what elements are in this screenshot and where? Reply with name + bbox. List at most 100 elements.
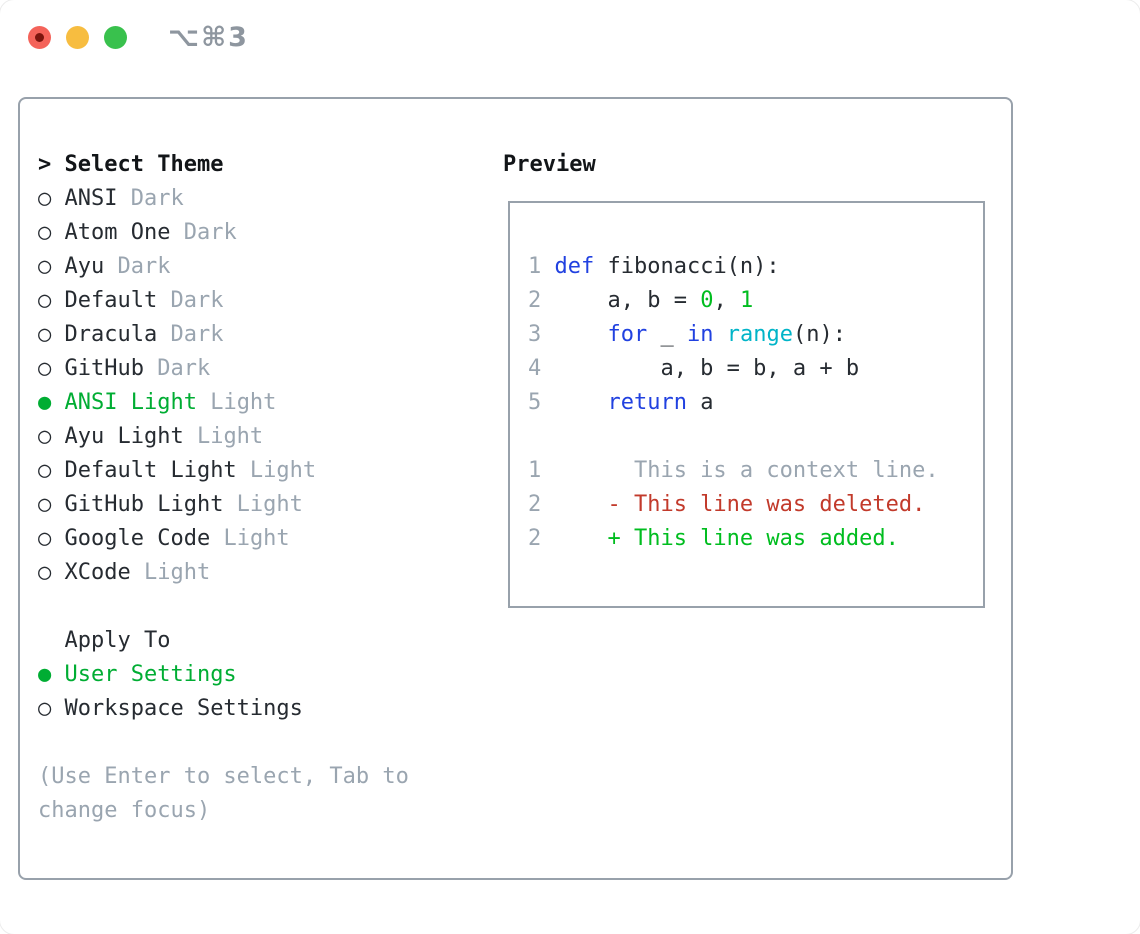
option-label: Ayu bbox=[51, 254, 105, 279]
unsaved-changes-indicator-icon bbox=[35, 33, 44, 42]
code-segment: 0 bbox=[700, 288, 714, 313]
radio-unselected-icon: ○ bbox=[38, 254, 52, 279]
close-button[interactable] bbox=[28, 26, 51, 49]
theme-option-dracula[interactable]: ○ Dracula Dark bbox=[38, 318, 428, 352]
code-segment: range bbox=[726, 322, 793, 347]
code-segment: return bbox=[607, 390, 687, 415]
code-segment: in bbox=[686, 322, 714, 347]
option-label: Ayu Light bbox=[51, 424, 184, 449]
code-line: 3 for _ in range(n): bbox=[528, 318, 939, 352]
apply-option-user-settings[interactable]: ● User Settings bbox=[38, 658, 428, 692]
maximize-button[interactable] bbox=[104, 26, 127, 49]
code-segment bbox=[554, 322, 607, 347]
line-number: 3 bbox=[528, 322, 542, 347]
code-segment: (n): bbox=[792, 322, 846, 347]
minimize-button[interactable] bbox=[66, 26, 89, 49]
spacer bbox=[38, 590, 428, 624]
code-segment: - This line was deleted. bbox=[554, 492, 926, 517]
radio-unselected-icon: ○ bbox=[38, 560, 52, 585]
apply-to-header: Apply To bbox=[64, 628, 171, 653]
code-line: 5 return a bbox=[528, 386, 939, 420]
theme-list: ○ ANSI Dark○ Atom One Dark○ Ayu Dark○ De… bbox=[38, 182, 428, 590]
radio-unselected-icon: ○ bbox=[38, 186, 52, 211]
code-line: 2 + This line was added. bbox=[528, 522, 939, 556]
code-line: 1 This is a context line. bbox=[528, 454, 939, 488]
apply-to-list: ● User Settings○ Workspace Settings bbox=[38, 658, 428, 726]
code-segment: _ bbox=[647, 322, 687, 347]
option-tag: Light bbox=[210, 526, 290, 551]
code-segment bbox=[554, 390, 607, 415]
option-tag: Light bbox=[130, 560, 211, 585]
code-line: 1 def fibonacci(n): bbox=[528, 250, 939, 284]
code-segment bbox=[713, 322, 726, 347]
option-tag: Light bbox=[223, 492, 303, 517]
option-label: Default bbox=[51, 288, 158, 313]
code-line bbox=[528, 420, 939, 454]
window-title: ⌥⌘3 bbox=[168, 22, 249, 53]
option-label: Default Light bbox=[51, 458, 237, 483]
theme-option-ansi[interactable]: ○ ANSI Dark bbox=[38, 182, 428, 216]
radio-selected-icon: ● bbox=[38, 662, 52, 687]
option-label: Workspace Settings bbox=[51, 696, 303, 721]
spacer bbox=[38, 726, 428, 760]
cursor-prefix-icon: > bbox=[38, 152, 52, 177]
theme-option-xcode[interactable]: ○ XCode Light bbox=[38, 556, 428, 590]
hint-text: (Use Enter to select, Tab to change focu… bbox=[38, 764, 409, 823]
option-label: ANSI bbox=[51, 186, 118, 211]
theme-option-ansi-light[interactable]: ● ANSI Light Light bbox=[38, 386, 428, 420]
code-line: 2 a, b = 0, 1 bbox=[528, 284, 939, 318]
option-label: GitHub Light bbox=[51, 492, 224, 517]
option-label: Atom One bbox=[51, 220, 171, 245]
select-theme-header: > Select Theme bbox=[38, 148, 428, 182]
theme-option-ayu-light[interactable]: ○ Ayu Light Light bbox=[38, 420, 428, 454]
theme-option-atom-one[interactable]: ○ Atom One Dark bbox=[38, 216, 428, 250]
radio-unselected-icon: ○ bbox=[38, 492, 52, 517]
code-segment: for bbox=[607, 322, 648, 347]
line-number: 2 bbox=[528, 288, 542, 313]
theme-option-default[interactable]: ○ Default Dark bbox=[38, 284, 428, 318]
line-number: 1 bbox=[528, 254, 542, 279]
radio-unselected-icon: ○ bbox=[38, 288, 52, 313]
code-segment: + This line was added. bbox=[554, 526, 899, 551]
theme-selector-column: > Select Theme ○ ANSI Dark○ Atom One Dar… bbox=[38, 148, 428, 828]
theme-option-github[interactable]: ○ GitHub Dark bbox=[38, 352, 428, 386]
option-label: User Settings bbox=[51, 662, 237, 687]
theme-option-google-code[interactable]: ○ Google Code Light bbox=[38, 522, 428, 556]
option-tag: Light bbox=[196, 390, 277, 415]
option-label: Google Code bbox=[51, 526, 211, 551]
radio-unselected-icon: ○ bbox=[38, 322, 52, 347]
preview-header: Preview bbox=[503, 152, 596, 177]
code-segment: def bbox=[554, 254, 595, 279]
radio-unselected-icon: ○ bbox=[38, 356, 52, 381]
code-line: 2 - This line was deleted. bbox=[528, 488, 939, 522]
line-number: 5 bbox=[528, 390, 542, 415]
theme-option-default-light[interactable]: ○ Default Light Light bbox=[38, 454, 428, 488]
option-label: Dracula bbox=[51, 322, 158, 347]
option-label: GitHub bbox=[51, 356, 144, 381]
option-tag: Dark bbox=[170, 220, 237, 245]
titlebar: ⌥⌘3 bbox=[0, 0, 1140, 72]
option-tag: Light bbox=[183, 424, 264, 449]
code-segment: fibonacci(n): bbox=[594, 254, 780, 279]
code-segment: 1 bbox=[739, 288, 754, 313]
option-tag: Light bbox=[236, 458, 317, 483]
apply-option-workspace-settings[interactable]: ○ Workspace Settings bbox=[38, 692, 428, 726]
theme-option-github-light[interactable]: ○ GitHub Light Light bbox=[38, 488, 428, 522]
radio-unselected-icon: ○ bbox=[38, 424, 52, 449]
code-segment: This is a context line. bbox=[554, 458, 939, 483]
select-theme-header-label: Select Theme bbox=[64, 152, 224, 177]
code-line: 4 a, b = b, a + b bbox=[528, 352, 939, 386]
theme-option-ayu[interactable]: ○ Ayu Dark bbox=[38, 250, 428, 284]
option-tag: Dark bbox=[104, 254, 171, 279]
code-segment: , bbox=[713, 288, 740, 313]
line-number: 2 bbox=[528, 526, 542, 551]
option-tag: Dark bbox=[143, 356, 211, 381]
code-segment: a, b = b, a + b bbox=[554, 356, 860, 381]
line-number: 4 bbox=[528, 356, 542, 381]
radio-selected-icon: ● bbox=[38, 390, 52, 415]
radio-unselected-icon: ○ bbox=[38, 458, 52, 483]
code-segment: a, b = bbox=[554, 288, 701, 313]
